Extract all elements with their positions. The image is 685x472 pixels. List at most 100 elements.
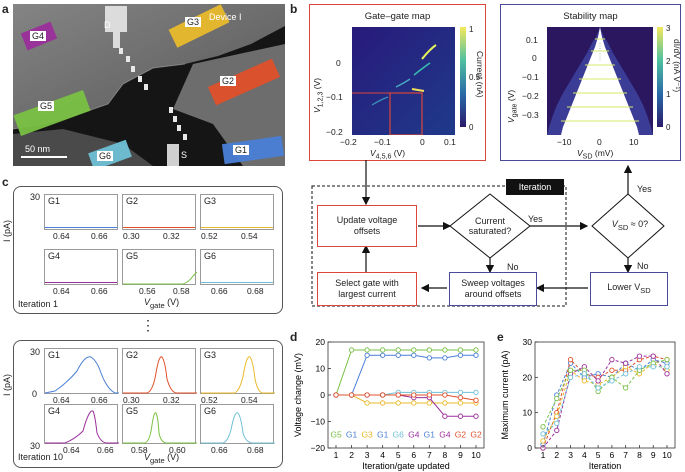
gate-sequence-label: G2 — [455, 429, 467, 439]
iter1-cell-g3: G3 0.52 0.54 — [200, 194, 274, 241]
iteration-10-group — [13, 340, 283, 468]
d-ylabel: Voltage change (mV) — [293, 353, 303, 437]
iter1-cell-g2: G2 0.30 0.32 — [122, 194, 196, 241]
stability-colorbar — [657, 27, 663, 127]
iter10-cell-g6: G6 0.66 0.68 — [200, 404, 275, 455]
panel-label-b: b — [290, 2, 298, 16]
series-line-g3 — [336, 394, 476, 404]
iter1-xlabel: Vgate (V) — [144, 297, 180, 310]
x-tick-label: 7 — [623, 450, 628, 460]
iter10-cell-g4: G4 0.64 0.66 — [44, 404, 119, 455]
gate-sequence-label: G1 — [377, 429, 389, 439]
gate-gate-xtick: 0.1 — [444, 137, 456, 147]
sweep-voltages-label: Sweep voltages around offsets — [461, 278, 525, 299]
iter1-cell-g5: G5 0.56 0.58 — [122, 249, 197, 296]
cell-xtick: 0.68 — [247, 445, 264, 455]
data-point — [411, 347, 417, 353]
sweep-voltages-node: Sweep voltages around offsets — [449, 272, 537, 306]
gate-g2-label: G2 — [220, 76, 237, 86]
data-point — [473, 389, 479, 395]
gate-g6-label: G6 — [97, 151, 114, 161]
data-point — [333, 392, 339, 398]
iter10-cell-g5: G5 0.58 0.60 — [122, 404, 197, 455]
cell-gate-label: G1 — [48, 350, 61, 360]
data-point — [623, 360, 629, 366]
cell-xtick: 0.66 — [211, 445, 228, 455]
gate-gate-ylabel: V1,2,3 (V) — [312, 77, 325, 113]
trace — [123, 412, 197, 444]
cell-xtick: 0.32 — [163, 395, 180, 405]
current-saturated-label: Current saturated? — [468, 216, 512, 236]
data-point — [595, 385, 601, 391]
data-point — [636, 353, 643, 359]
x-tick-label: 8 — [637, 450, 642, 460]
lower-vsd-node: Lower VSD — [590, 272, 668, 306]
data-point — [581, 371, 587, 377]
gate-gate-map-frame: Gate–gate map 1 0.5 0 Current (nA) 0 −0.… — [309, 4, 486, 161]
data-point — [650, 353, 656, 359]
y-tick-label: 10 — [523, 408, 533, 418]
iter10-ytick: 0 — [32, 389, 38, 399]
data-point — [380, 352, 386, 358]
cell-xtick: 0.64 — [53, 231, 70, 241]
data-point — [411, 400, 417, 406]
e-xlabel: Iteration — [589, 461, 622, 471]
data-point — [395, 392, 401, 398]
data-point — [609, 378, 615, 384]
data-point — [554, 395, 560, 402]
source-label: S — [181, 150, 188, 160]
stability-xtick: 0 — [597, 137, 602, 147]
x-tick-label: 5 — [596, 450, 601, 460]
cell-xtick: 0.66 — [97, 445, 114, 455]
trace — [45, 410, 119, 444]
cell-gate-label: G2 — [126, 350, 139, 360]
data-point — [442, 392, 448, 398]
series-line-g6 — [542, 366, 667, 435]
cell-gate-label: G6 — [204, 406, 217, 416]
iter10-ytick: 30 — [30, 441, 41, 451]
cell-xtick: 0.64 — [53, 395, 70, 405]
data-point — [364, 352, 370, 358]
gate-gate-xtick: −0.1 — [374, 137, 391, 147]
cell-gate-label: G3 — [204, 350, 217, 360]
data-point — [650, 364, 656, 370]
data-point — [473, 347, 479, 353]
iter1-ylabel: I (pA) — [2, 219, 12, 242]
data-point — [636, 364, 643, 370]
gate-g1-label: G1 — [233, 145, 250, 155]
data-point — [540, 438, 546, 444]
data-point — [426, 355, 432, 361]
data-point — [664, 357, 670, 363]
data-point — [442, 355, 448, 361]
data-point — [473, 397, 479, 403]
scale-bar-label: 50 nm — [25, 144, 51, 154]
gate-gate-colorbar-tick: 0.5 — [469, 73, 481, 82]
series-line-g1 — [336, 354, 476, 396]
trace — [201, 282, 273, 283]
data-point — [380, 392, 386, 398]
x-tick-label: 1 — [541, 450, 546, 460]
device-micrograph: Device I D S G4 G3 G2 G5 G6 G1 50 nm — [13, 4, 285, 166]
x-tick-label: 1 — [334, 450, 339, 460]
iter10-ylabel: I (pA) — [2, 373, 12, 396]
cell-xtick: 0.66 — [91, 395, 108, 405]
x-tick-label: 6 — [610, 450, 615, 460]
y-tick-label: 30 — [523, 337, 533, 347]
x-tick-label: 10 — [662, 450, 672, 460]
series-line-g1 — [542, 359, 668, 445]
data-point — [567, 357, 574, 363]
cell-gate-label: G5 — [126, 251, 139, 261]
gate-gate-ytick: −0.1 — [326, 92, 343, 102]
iter10-xlabel: Vgate (V) — [144, 452, 180, 465]
x-tick-label: 6 — [411, 450, 416, 460]
cell-xtick: 0.68 — [247, 286, 264, 296]
gate-sequence-label: G1 — [424, 429, 436, 439]
cell-gate-label: G4 — [48, 406, 61, 416]
cell-xtick: 0.58 — [131, 445, 148, 455]
vsd-check-label: VSD ≈ 0? — [611, 219, 649, 232]
cell-xtick: 0.54 — [241, 395, 258, 405]
data-point — [395, 400, 401, 406]
cell-xtick: 0.52 — [201, 231, 218, 241]
cell-xtick: 0.54 — [241, 231, 258, 241]
